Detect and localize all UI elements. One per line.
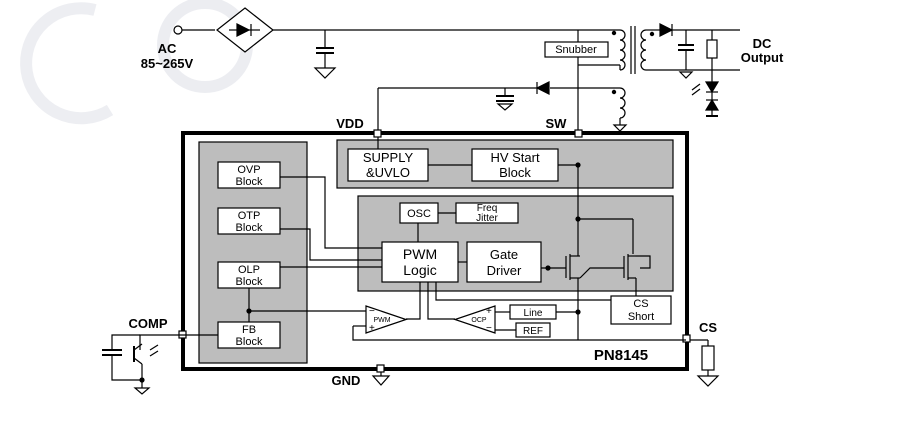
ocp-comparator <box>453 305 496 334</box>
freq-label-1: Freq <box>477 203 498 214</box>
pwm-comparator <box>365 305 408 334</box>
otp-label-2: Block <box>236 222 263 234</box>
pwm-comparator-label: PWM <box>373 317 390 324</box>
supply-label-1: SUPPLY <box>363 150 414 165</box>
part-number: PN8145 <box>594 347 648 364</box>
osc-label: OSC <box>407 208 431 220</box>
optocoupler-transistor <box>102 334 159 395</box>
vdd-pin <box>373 129 382 138</box>
gate-driver-label-1: Gate <box>490 247 518 262</box>
snubber-label: Snubber <box>555 44 597 56</box>
ac-range-label: 85~265V <box>141 56 194 71</box>
ovp-label-1: OVP <box>237 164 260 176</box>
ocp-comparator-label: OCP <box>471 317 487 324</box>
line-label: Line <box>524 308 543 319</box>
flyback-transformer <box>611 26 655 74</box>
power-mosfets <box>541 162 651 340</box>
pwm-logic-label-1: PWM <box>403 246 437 262</box>
fb-block <box>217 321 281 349</box>
sw-label: SW <box>546 116 568 131</box>
gate-driver-block <box>466 241 542 283</box>
pwm-logic-label-2: Logic <box>403 262 436 278</box>
snubber-block <box>544 30 620 66</box>
sw-pin <box>574 129 583 138</box>
gnd-pin <box>376 364 385 373</box>
output-section <box>646 23 740 117</box>
ovp-label-2: Block <box>236 176 263 188</box>
dc-output-label: Output <box>741 50 784 65</box>
cs-label: CS <box>699 320 717 335</box>
olp-label-1: OLP <box>238 264 260 276</box>
gnd-label: GND <box>332 373 361 388</box>
dc-label: DC <box>753 36 772 51</box>
pwm-comp-plus: + <box>369 323 375 334</box>
pwm-comp-minus: − <box>369 306 375 317</box>
hv-label-1: HV Start <box>490 150 540 165</box>
cs-pin <box>682 334 691 343</box>
ac-label: AC <box>158 41 177 56</box>
gnd-symbol <box>371 372 391 386</box>
cs-short-label-2: Short <box>628 311 654 323</box>
ocp-comp-minus: − <box>486 323 492 334</box>
gate-driver-label-2: Driver <box>487 263 522 278</box>
fb-label-1: FB <box>242 324 256 336</box>
ovp-block <box>217 161 281 189</box>
ocp-comp-plus: + <box>486 306 492 317</box>
cs-resistor <box>690 339 720 387</box>
olp-label-2: Block <box>236 276 263 288</box>
cs-short-block <box>610 295 672 325</box>
ac-input-terminal <box>173 25 215 35</box>
ref-label: REF <box>523 326 543 337</box>
input-bulk-capacitor <box>313 30 337 79</box>
fb-label-2: Block <box>236 336 263 348</box>
labels: AC 85~265V DC Output VDD SW COMP CS GND … <box>129 36 784 388</box>
otp-block <box>217 207 281 235</box>
bridge-rectifier <box>216 7 274 53</box>
watermark-logo <box>20 0 253 125</box>
vdd-label: VDD <box>336 116 363 131</box>
hv-label-2: Block <box>499 165 531 180</box>
cs-short-label-1: CS <box>633 298 648 310</box>
auxiliary-winding <box>377 65 628 133</box>
otp-label-1: OTP <box>238 210 261 222</box>
supply-label-2: &UVLO <box>366 165 410 180</box>
freq-label-2: Jitter <box>476 213 498 224</box>
comp-label: COMP <box>129 316 168 331</box>
